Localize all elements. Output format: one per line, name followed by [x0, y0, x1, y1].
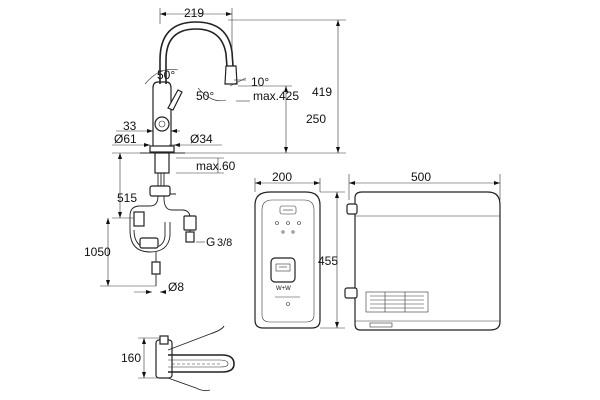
top-view-dimensions: 160	[121, 337, 160, 379]
dim-hose-length-upper: 515	[117, 191, 137, 205]
faucet-dimensions: 219 50° 50° 10° max.425 419 250 33	[84, 6, 346, 294]
faucet-top-view	[155, 325, 235, 392]
chiller-dimensions: 500	[348, 170, 501, 200]
dim-connection-thread: G	[206, 235, 215, 249]
grohe-logo-icon	[279, 205, 297, 215]
dim-max-spout-height: max.425	[253, 89, 299, 103]
dim-filter-width: 200	[272, 170, 292, 184]
dim-filter-height: 455	[318, 254, 338, 268]
chiller-unit	[344, 191, 501, 331]
dim-spout-tilt: 10°	[251, 75, 269, 89]
dim-hole-diameter: Ø34	[190, 132, 213, 146]
svg-text:W+W: W+W	[276, 286, 291, 292]
dim-spout-outlet-height: 250	[306, 112, 326, 126]
dim-connection-thread-fraction: 3/8	[217, 237, 232, 249]
dim-total-height: 419	[312, 85, 332, 99]
dim-swivel-angle-left: 50°	[157, 68, 175, 82]
dim-lever-offset: 33	[123, 119, 137, 133]
dim-hose-length-total: 1050	[84, 245, 111, 259]
dim-max-deck-thickness: max.60	[196, 159, 236, 173]
dim-base-diameter: Ø61	[114, 132, 137, 146]
dim-swivel-angle-right: 50°	[196, 89, 214, 103]
filter-dimensions: 200 455	[254, 170, 345, 329]
filter-status-icon	[270, 257, 296, 283]
dim-lever-clearance: 160	[121, 351, 141, 365]
dim-spout-reach: 219	[184, 6, 204, 20]
faucet-side-view	[129, 21, 238, 286]
dim-tube-diameter: Ø8	[168, 280, 184, 294]
dim-chiller-width: 500	[411, 170, 431, 184]
filter-unit: W+W	[254, 191, 321, 329]
